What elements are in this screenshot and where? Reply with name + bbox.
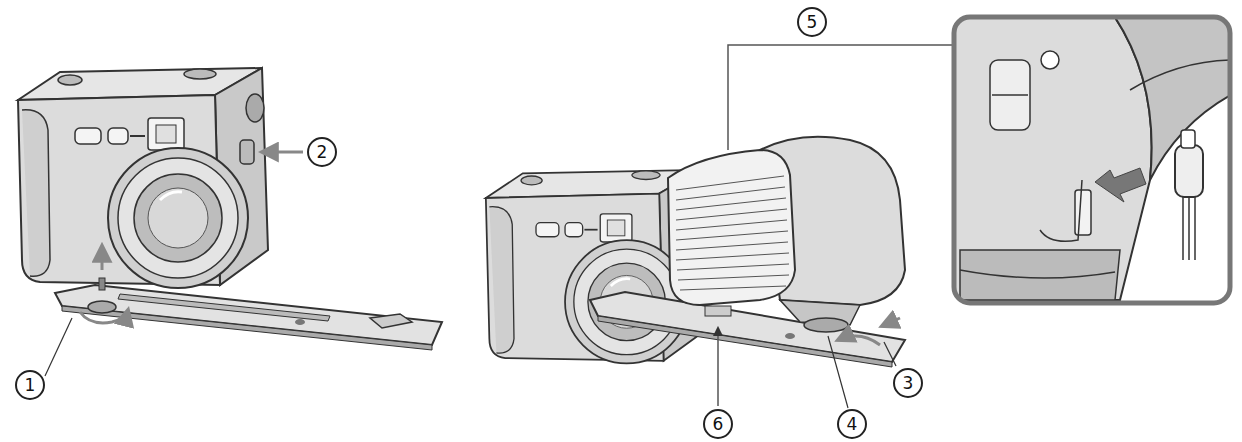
- callout-number: 2: [307, 137, 337, 167]
- callout-number: 5: [797, 7, 827, 37]
- callout-number: 4: [837, 409, 867, 439]
- callout-number: 3: [893, 368, 923, 398]
- callout-number: 1: [15, 370, 45, 400]
- callout-number: 6: [703, 409, 733, 439]
